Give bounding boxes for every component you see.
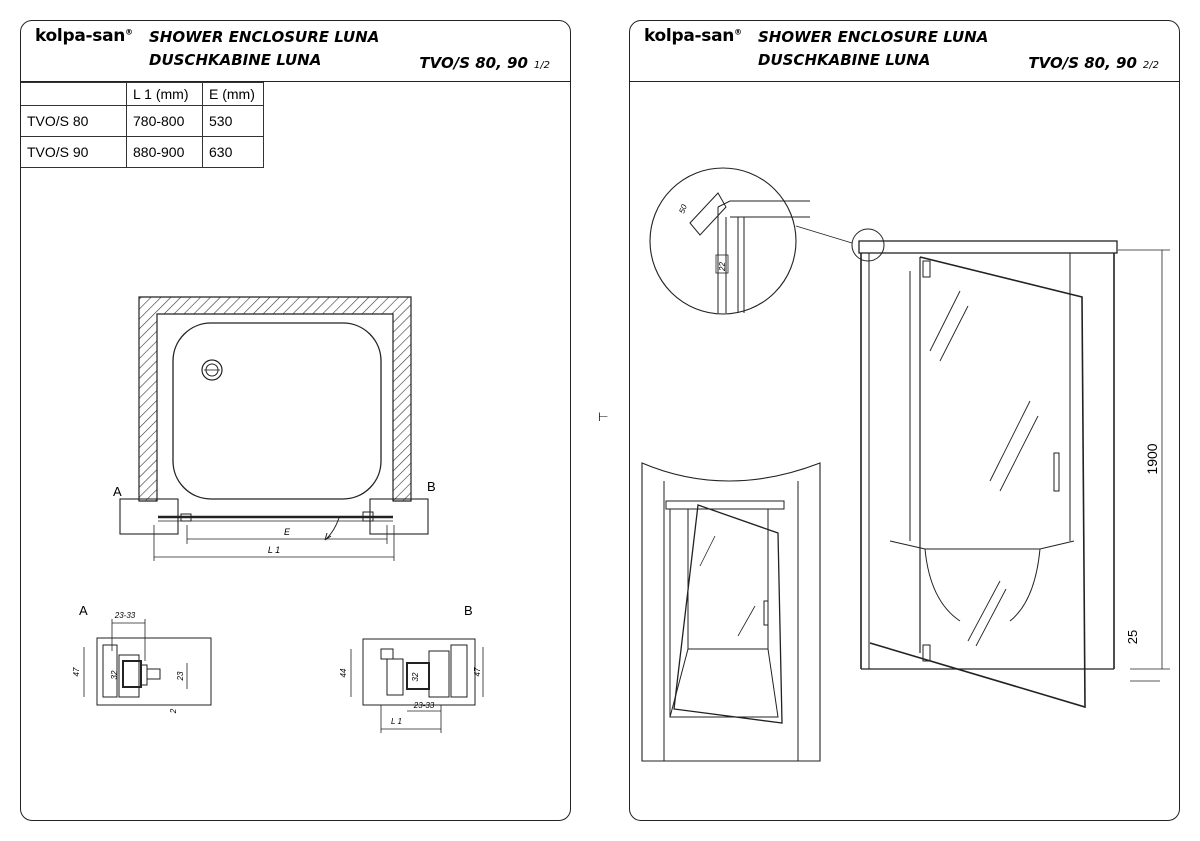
plan-view: A B E L 1 A 23-33 47 32 — [72, 296, 484, 733]
svg-text:47: 47 — [72, 667, 81, 676]
elevation-view: 50 22 — [641, 167, 1170, 762]
center-mark: ⊢ — [598, 410, 609, 424]
dimension-table: L 1 (mm) E (mm) TVO/S 80 780-800 530 TVO… — [21, 82, 264, 168]
hatched-walls — [138, 296, 412, 502]
svg-text:L 1: L 1 — [391, 717, 402, 726]
svg-text:47: 47 — [473, 667, 482, 676]
title-de: DUSCHKABINE LUNA — [149, 51, 322, 69]
svg-text:23: 23 — [176, 671, 185, 681]
drawing-sheet-1: kolpa-san® SHOWER ENCLOSURE LUNA DUSCHKA… — [20, 20, 571, 821]
svg-text:E: E — [284, 527, 291, 537]
svg-text:2: 2 — [169, 708, 178, 714]
label-b: B — [427, 479, 436, 494]
svg-text:L 1: L 1 — [268, 545, 280, 555]
brand-logo: kolpa-san® — [644, 26, 742, 46]
zoom-detail: 50 22 — [649, 167, 885, 315]
title-divider — [21, 81, 570, 82]
svg-text:32: 32 — [411, 672, 420, 681]
table-cell: 880-900 — [126, 136, 203, 168]
table-row: TVO/S 90 880-900 630 — [21, 136, 264, 168]
svg-text:25: 25 — [1125, 630, 1140, 644]
perspective-view — [641, 462, 821, 762]
dimension-e: E — [186, 525, 388, 544]
label-a: A — [113, 484, 122, 499]
title-de: DUSCHKABINE LUNA — [758, 51, 931, 69]
table-header-e: E (mm) — [202, 82, 264, 106]
enclosure-frame — [858, 240, 1118, 670]
base-dimension: 25 — [1125, 630, 1160, 682]
svg-text:22: 22 — [718, 262, 727, 272]
detail-b: B 44 32 47 23-33 L 1 — [339, 603, 484, 733]
drain-icon — [201, 359, 223, 381]
detail-a: A 23-33 47 32 23 2 — [72, 603, 212, 714]
svg-text:44: 44 — [339, 668, 348, 677]
table-cell: TVO/S 90 — [21, 136, 127, 168]
title-en: SHOWER ENCLOSURE LUNA — [149, 28, 380, 46]
height-dimension: 1900 — [1118, 249, 1170, 670]
table-cell: 630 — [202, 136, 264, 168]
title-divider — [630, 81, 1179, 82]
svg-text:23-33: 23-33 — [114, 611, 136, 620]
svg-text:A: A — [79, 603, 88, 618]
drawing-sheet-2: kolpa-san® SHOWER ENCLOSURE LUNA DUSCHKA… — [629, 20, 1180, 821]
svg-text:B: B — [464, 603, 473, 618]
svg-text:23-33: 23-33 — [413, 701, 435, 710]
glass-door — [869, 256, 1086, 709]
title-en: SHOWER ENCLOSURE LUNA — [758, 28, 989, 46]
table-cell: 530 — [202, 105, 264, 137]
svg-text:32: 32 — [110, 670, 119, 679]
dimension-l1: L 1 — [153, 525, 395, 561]
shower-tray — [172, 322, 382, 500]
brand-logo: kolpa-san® — [35, 26, 133, 46]
svg-text:1900: 1900 — [1144, 443, 1160, 474]
svg-text:50: 50 — [677, 203, 689, 215]
